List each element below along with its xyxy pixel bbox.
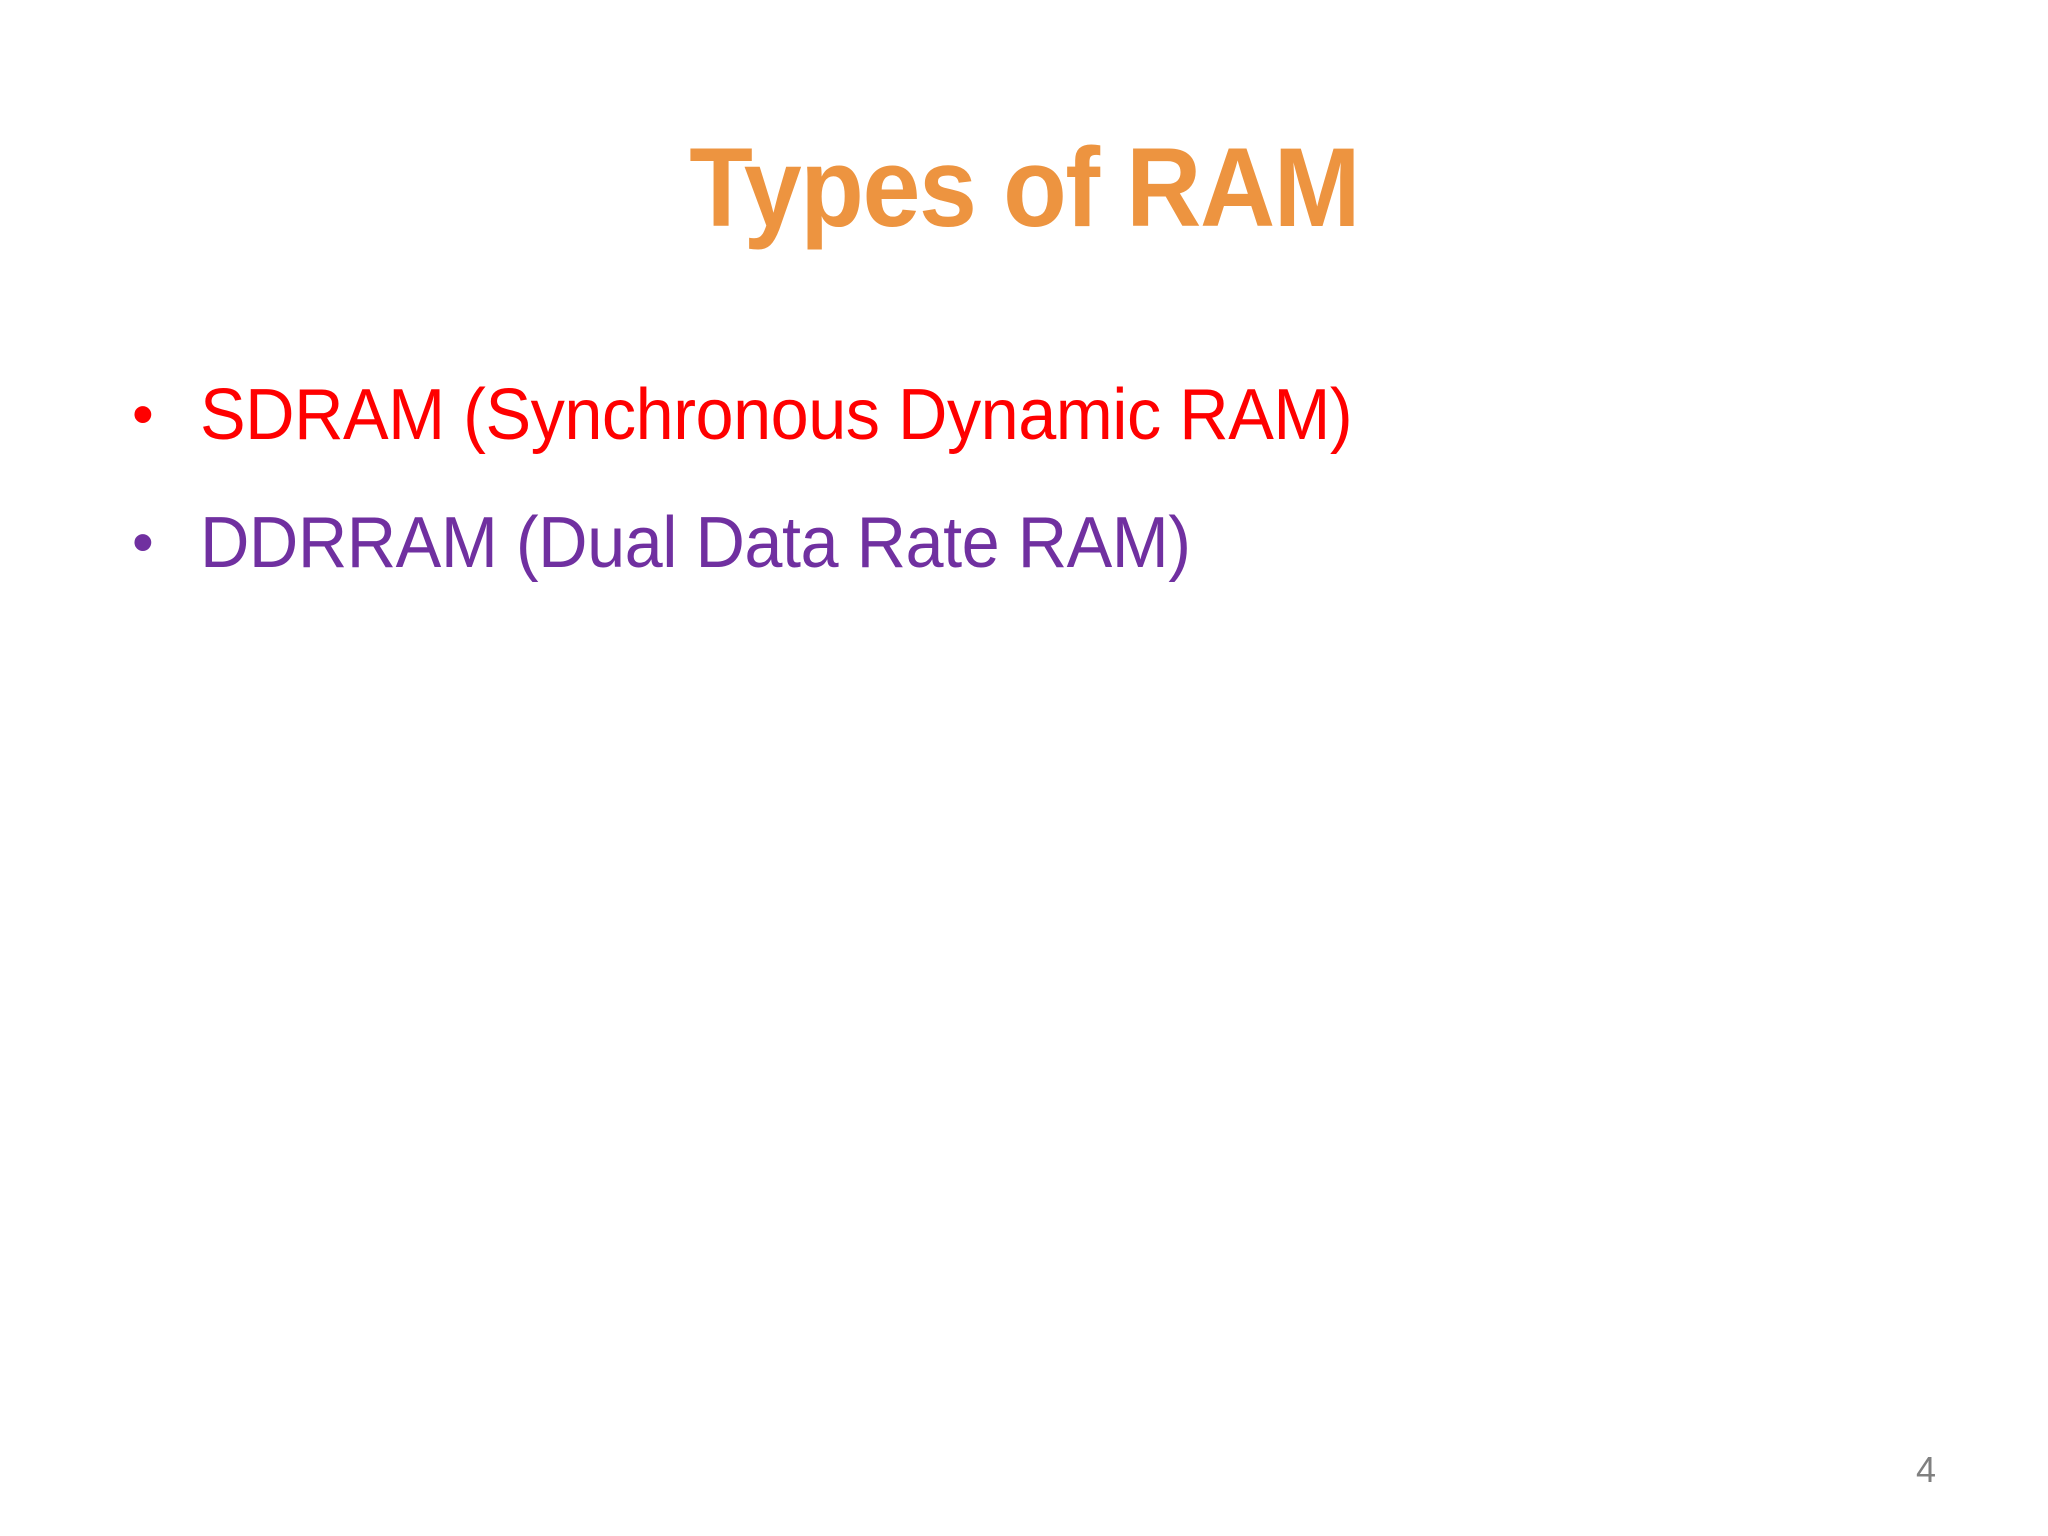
bullet-point-icon: •	[132, 380, 154, 449]
page-title: Types of RAM	[689, 125, 1360, 250]
bullet-point-icon: •	[132, 508, 154, 577]
list-item-label: DDRRAM (Dual Data Rate RAM)	[200, 503, 1191, 583]
list-item: • DDRRAM (Dual Data Rate RAM)	[118, 500, 1818, 586]
content-placeholder: • SDRAM (Synchronous Dynamic RAM) • DDRR…	[118, 372, 1818, 628]
list-item-label: SDRAM (Synchronous Dynamic RAM)	[200, 375, 1353, 455]
list-item: • SDRAM (Synchronous Dynamic RAM)	[118, 372, 1818, 458]
page-number: 4	[1915, 1449, 1936, 1490]
title-placeholder: Types of RAM	[0, 118, 2048, 258]
